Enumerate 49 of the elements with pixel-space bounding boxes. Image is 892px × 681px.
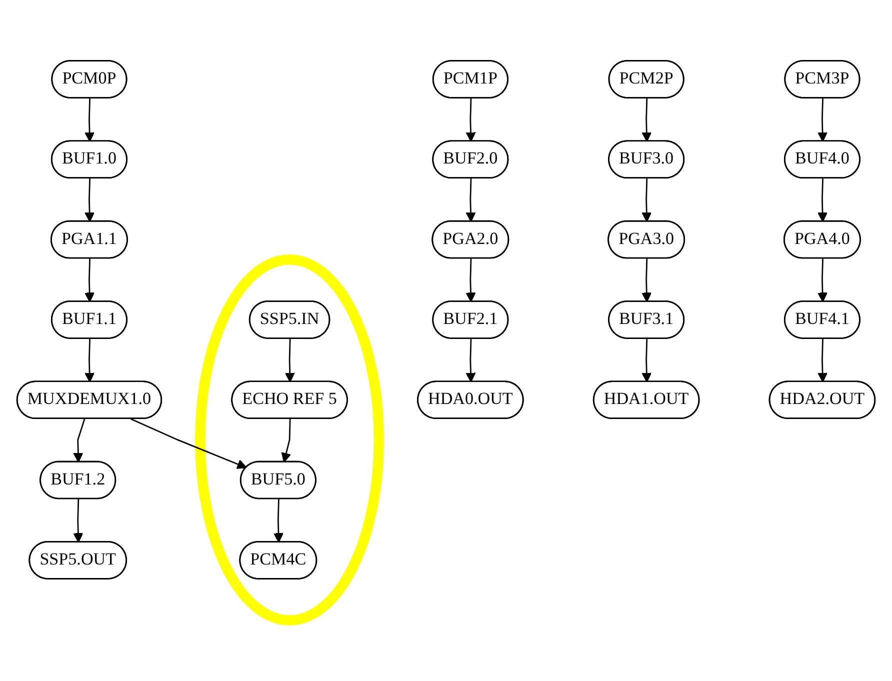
arrow (642, 98, 652, 142)
oval-node: PGA3.0 (608, 220, 686, 259)
arrow (73, 499, 84, 543)
oval-node: PCM0P (51, 60, 128, 98)
arrow (84, 178, 95, 222)
oval-node: BUF3.0 (608, 140, 685, 179)
oval-node: PCM1P (432, 60, 508, 98)
oval-node: SSP5.OUT (28, 541, 127, 580)
oval-node: BUF4.0 (784, 140, 860, 179)
oval-node: BUF1.1 (50, 300, 128, 339)
highlight-loop (195, 254, 384, 626)
oval-node: PCM3P (784, 60, 860, 98)
oval-node: HDA2.OUT (768, 380, 876, 420)
oval-node: PGA1.1 (50, 220, 128, 259)
arrow (130, 418, 247, 469)
arrow (818, 258, 828, 302)
arrow (84, 258, 95, 302)
oval-node: BUF3.1 (608, 300, 685, 339)
oval-node: BUF4.1 (784, 300, 860, 339)
arrow (642, 258, 652, 302)
oval-node: SSP5.IN (248, 300, 330, 339)
oval-node: ECHO REF 5 (231, 380, 348, 420)
arrow (642, 178, 652, 222)
arrow (466, 338, 476, 382)
oval-node: BUF2.1 (432, 300, 509, 339)
arrow (642, 338, 652, 382)
oval-node: PGA2.0 (432, 220, 510, 259)
arrow (84, 98, 95, 142)
oval-node: PCM2P (608, 60, 684, 98)
arrow (84, 338, 95, 382)
oval-node: MUXDEMUX1.0 (16, 380, 162, 420)
arrow (466, 178, 476, 222)
arrow (818, 98, 828, 142)
arrow (73, 418, 86, 463)
arrow (274, 499, 284, 543)
oval-node: BUF1.0 (50, 140, 128, 179)
oval-node: BUF1.2 (40, 460, 116, 500)
oval-node: BUF2.0 (432, 140, 509, 179)
arrow (281, 418, 292, 463)
arrow (818, 338, 828, 382)
arrow (466, 98, 476, 142)
oval-node: PCM4C (239, 541, 318, 580)
arrow (466, 258, 476, 302)
oval-node: HDA1.OUT (592, 380, 700, 420)
oval-node: PGA4.0 (784, 220, 861, 259)
arrow (818, 178, 828, 222)
arrow (284, 338, 295, 382)
oval-node: BUF5.0 (240, 460, 316, 500)
oval-node: HDA0.OUT (417, 380, 524, 420)
